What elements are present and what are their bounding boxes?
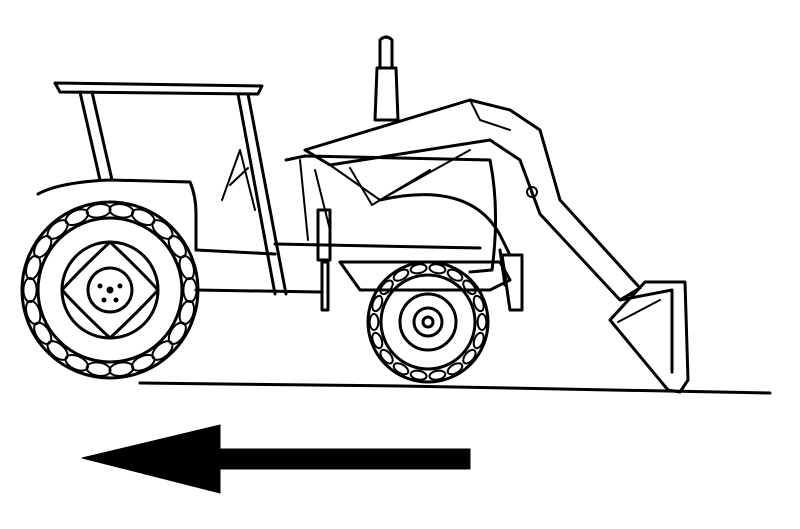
tread-lug [462, 348, 477, 365]
tread-lug [409, 369, 428, 381]
loader-bucket [608, 280, 690, 394]
tread-lug [178, 254, 195, 281]
exhaust-stack [373, 35, 400, 122]
tread-lug [472, 294, 485, 313]
tread-lug [64, 208, 90, 226]
tread-lug [167, 321, 187, 346]
tread-lug [182, 277, 198, 303]
front-axle-bracket [338, 260, 512, 292]
tread-lug [33, 234, 53, 259]
tread-lug [151, 340, 174, 361]
front-tire-treads [368, 263, 488, 381]
front-wheel [366, 260, 490, 384]
tread-lug [22, 277, 38, 303]
tread-lug [46, 340, 69, 361]
rear-fender [36, 178, 198, 252]
tread-lug [151, 219, 174, 240]
tread-lug [428, 369, 447, 381]
rear-wheel [20, 200, 200, 380]
tread-lug [392, 268, 410, 282]
tread-lug [409, 263, 428, 275]
tread-lug [108, 203, 135, 219]
tread-lug [446, 362, 464, 376]
tread-lug [379, 348, 394, 365]
rear-tire-treads [22, 203, 198, 377]
tread-lug [379, 279, 394, 296]
tread-lug [472, 331, 485, 350]
tread-lug [130, 354, 156, 372]
loader-arm [303, 98, 642, 302]
loader-cylinder [316, 208, 524, 312]
tread-lug [476, 313, 488, 331]
tread-lug [371, 331, 384, 350]
tread-lug [428, 263, 447, 275]
tread-lug [25, 299, 42, 326]
direction-arrow [81, 424, 471, 494]
rops-canopy [53, 81, 288, 296]
tread-lug [462, 279, 477, 296]
tread-lug [368, 313, 380, 331]
tread-lug [446, 268, 464, 282]
tread-lug [46, 219, 69, 240]
tread-lug [371, 294, 384, 313]
ground-line [138, 381, 772, 395]
tread-lug [392, 362, 410, 376]
tread-lug [85, 361, 112, 377]
hydraulic-hose [378, 193, 512, 257]
